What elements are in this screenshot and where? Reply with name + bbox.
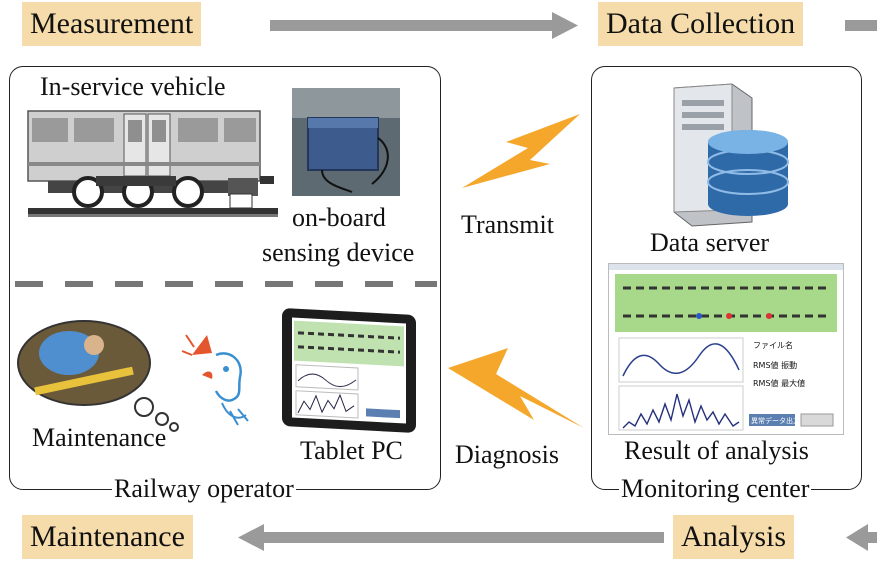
- diagnosis-lightning-icon: [448, 348, 584, 428]
- tablet-pc-icon: [282, 308, 416, 433]
- maintenance-worker-bubble: [17, 320, 179, 432]
- arrow-collection-continue: [845, 20, 877, 31]
- section-divider: [15, 281, 437, 287]
- tablet-label: Tablet PC: [300, 436, 403, 465]
- analysis-result-graphics: [609, 264, 843, 431]
- sensing-device-photo: [292, 88, 400, 196]
- result-label: Result of analysis: [624, 436, 809, 465]
- railway-operator-caption: Railway operator: [112, 474, 296, 503]
- device-label-line2: sensing device: [262, 238, 415, 267]
- data-server-icon: [673, 83, 789, 227]
- analysis-result-screen: ファイル名 RMS値 振動 RMS値 最大値 異常データ出力: [608, 263, 844, 435]
- data-server-label: Data server: [650, 228, 770, 257]
- screen-rms-2: RMS値 最大値: [753, 379, 806, 388]
- screen-rms-1: RMS値 振動: [753, 361, 798, 370]
- stage-analysis: Analysis: [673, 515, 794, 559]
- transmit-label: Transmit: [461, 210, 554, 239]
- arrow-analysis-to-maintenance: [238, 524, 664, 551]
- arrow-into-analysis: [846, 524, 877, 551]
- stage-measurement: Measurement: [22, 2, 202, 46]
- maintenance-label: Maintenance: [32, 423, 167, 452]
- monitoring-center-caption: Monitoring center: [619, 474, 812, 503]
- stage-maintenance: Maintenance: [22, 515, 193, 559]
- transmit-lightning-icon: [462, 114, 580, 188]
- train-car-icon: [27, 110, 278, 217]
- screen-output-button: 異常データ出力: [751, 417, 800, 425]
- arrow-measurement-to-collection: [270, 12, 578, 39]
- device-label-line1: on-board: [292, 203, 386, 232]
- alert-person-icon: [181, 334, 249, 426]
- vehicle-label: In-service vehicle: [40, 72, 226, 101]
- diagnosis-label: Diagnosis: [455, 440, 559, 469]
- stage-data-collection: Data Collection: [598, 2, 804, 46]
- screen-file-name: ファイル名: [753, 341, 793, 350]
